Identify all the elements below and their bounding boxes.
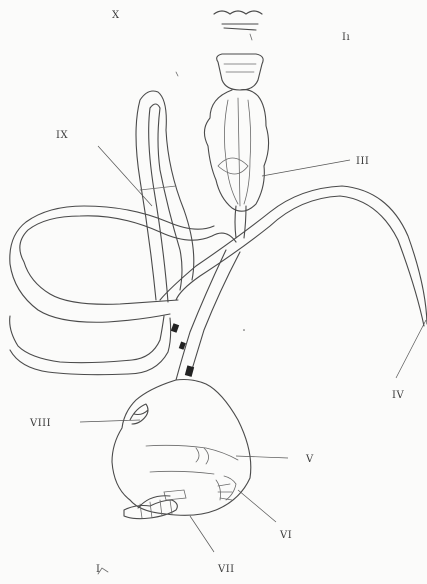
label-ii: Iı (342, 32, 350, 43)
label-viii: VIII (29, 418, 51, 429)
label-vi: VI (279, 530, 292, 541)
label-iv: IV (392, 390, 404, 401)
head-cap (214, 11, 262, 40)
long-intestine (10, 186, 427, 380)
label-vii: VII (217, 564, 235, 575)
labels: X Iı IX III IV VIII V VI VII I (29, 10, 404, 575)
label-ix: IX (56, 130, 68, 141)
upper-body (204, 54, 268, 238)
label-i: I (96, 564, 100, 575)
label-v: V (305, 454, 314, 465)
label-x: X (112, 10, 120, 21)
left-loop (136, 91, 194, 302)
lower-sac (112, 380, 251, 519)
label-iii: III (356, 156, 369, 167)
